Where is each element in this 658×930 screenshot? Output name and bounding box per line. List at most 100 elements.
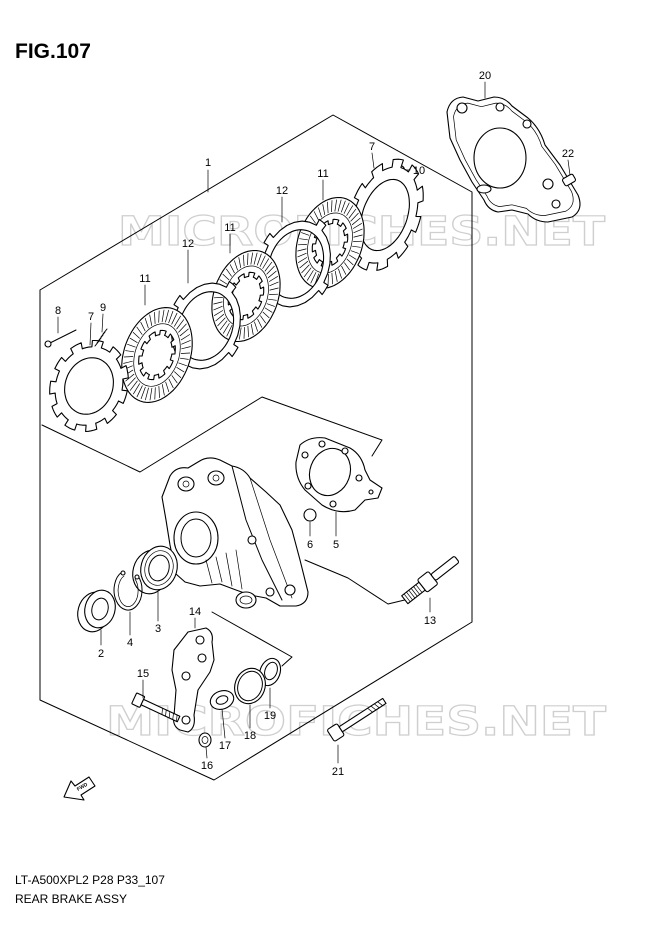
plate-hole <box>301 451 309 459</box>
plate-hole <box>329 500 337 508</box>
pin-shank <box>49 329 77 344</box>
callout-9: 9 <box>100 302 106 314</box>
callout-5: 5 <box>333 539 339 551</box>
callout-7-lower: 7 <box>88 311 94 323</box>
plate-hole <box>341 447 349 455</box>
callout-12-lower: 12 <box>182 238 194 250</box>
bearing-bore <box>148 554 170 582</box>
piston-bore-inner <box>239 595 253 605</box>
bolt-thread <box>161 707 178 722</box>
snap-ring-eye <box>134 574 140 580</box>
plate-hole <box>355 474 363 482</box>
snap-ring-eye <box>120 570 126 576</box>
part-13-shaft <box>401 556 459 605</box>
part-22-pin <box>561 173 577 187</box>
caliper-housing <box>161 457 309 609</box>
gasket-bolt-hole <box>542 178 554 190</box>
housing-boss-hole <box>182 480 190 488</box>
callout-15: 15 <box>137 668 149 680</box>
mounting-hole <box>247 535 257 545</box>
washer-hole <box>201 736 209 744</box>
figure-title: FIG.107 <box>15 40 91 63</box>
callout-2: 2 <box>98 648 104 660</box>
gasket-center-hole <box>473 127 527 189</box>
callout-11-middle: 11 <box>224 222 235 234</box>
assembly-name: REAR BRAKE ASSY <box>15 892 127 906</box>
seal-face <box>84 589 116 629</box>
housing-boss <box>207 470 225 486</box>
gasket-slot <box>476 184 492 194</box>
toothed-plate-body <box>346 158 424 271</box>
gasket-bolt-hole <box>551 199 561 209</box>
washer-hole <box>215 695 229 705</box>
part-7-plate-lower <box>49 339 129 433</box>
callout-13: 13 <box>424 615 436 627</box>
gasket-bolt-hole <box>495 102 505 112</box>
steel-ball <box>303 508 317 522</box>
part-15-bolt <box>131 692 181 723</box>
bearing-face <box>140 545 178 591</box>
part-17-washer <box>209 690 235 710</box>
part-11-disc-lower <box>121 307 193 403</box>
bracket-hole <box>197 653 207 663</box>
snap-ring-inner <box>117 575 139 607</box>
part-16-washer <box>198 732 212 748</box>
bracket-hole <box>181 671 191 681</box>
part-20-gasket <box>446 96 581 223</box>
seal-lip <box>91 597 109 621</box>
callout-6: 6 <box>307 539 313 551</box>
housing-boss <box>177 476 195 492</box>
callout-21: 21 <box>332 766 344 778</box>
assembly-outline <box>39 114 473 781</box>
bearing-race <box>144 550 174 586</box>
housing-outline <box>161 457 309 607</box>
washer-outer <box>209 690 235 710</box>
callout-20: 20 <box>479 70 491 82</box>
part-18-o-ring <box>234 667 266 705</box>
part-14-bracket <box>171 627 215 733</box>
assembly-1-boundary <box>39 114 473 781</box>
shaft-spline-teeth <box>403 584 423 603</box>
housing-fins <box>205 549 243 590</box>
part-2-oil-seal <box>77 589 116 633</box>
housing-boss-hole <box>212 474 220 482</box>
friction-disc-lining <box>123 309 191 401</box>
plate-hole <box>318 440 326 448</box>
washer-outer <box>198 732 212 748</box>
fwd-label: FWD <box>76 782 89 793</box>
callout-leaders <box>57 81 571 764</box>
part-21-bolt <box>327 697 387 742</box>
bolt-shank <box>140 698 181 723</box>
part-5-plate <box>295 437 383 513</box>
friction-disc-lining <box>213 252 279 340</box>
callouts: 1 20 22 7 10 11 12 11 12 11 8 7 9 6 5 13… <box>55 70 574 778</box>
snap-ring-outer <box>113 571 143 611</box>
housing-bore-inner <box>180 518 212 558</box>
part-9-spring <box>94 328 108 347</box>
gasket-inner-rim <box>454 103 574 216</box>
callout-1: 1 <box>205 157 211 169</box>
callout-19: 19 <box>264 710 276 722</box>
dowel-pin <box>561 173 577 187</box>
housing-face-edge <box>249 477 293 599</box>
friction-disc-lining-edge <box>307 212 353 274</box>
part-6-ball <box>303 508 317 522</box>
direction-arrow-icon <box>63 776 96 801</box>
part-8-pin <box>44 329 77 348</box>
bolt-thread <box>367 701 383 713</box>
part-11-disc-middle <box>211 249 281 343</box>
seal-inner <box>264 661 278 681</box>
o-ring-inner <box>237 670 263 702</box>
callout-10: 10 <box>413 165 425 177</box>
callout-16: 16 <box>201 760 213 772</box>
callout-8: 8 <box>55 305 61 317</box>
callout-22: 22 <box>562 148 574 160</box>
spring-coil <box>94 328 108 347</box>
fwd-arrow: FWD <box>63 776 96 801</box>
callout-4: 4 <box>127 637 133 649</box>
shaft-guide-line <box>304 559 414 605</box>
o-ring-outer <box>234 667 266 705</box>
model-code: LT-A500XPL2 P28 P33_107 <box>15 873 165 887</box>
callout-17: 17 <box>219 740 231 752</box>
plate-center-hole <box>308 447 352 497</box>
